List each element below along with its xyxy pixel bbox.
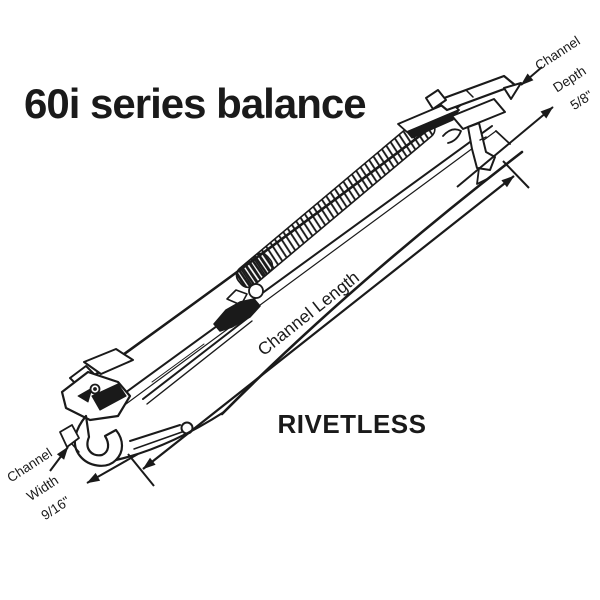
length-dimension-line [142, 175, 515, 470]
depth-extension-line [456, 106, 554, 188]
width-extension-line [86, 453, 139, 484]
rivetless-label: RIVETLESS [278, 409, 427, 439]
shoe-shade [91, 383, 127, 411]
shoe-foot [73, 414, 124, 467]
length-tick-bottom [127, 453, 155, 487]
channel-width-label-line3: 9/16" [38, 493, 72, 523]
page-title: 60i series balance [24, 80, 366, 127]
length-tick-top [502, 160, 530, 189]
channel-depth-label-line3: 5/8" [568, 87, 596, 113]
bracket-tip [503, 82, 522, 100]
top-hook-bracket [397, 74, 522, 185]
depth-leader-line [520, 66, 543, 86]
shoe-shade-small [77, 387, 93, 403]
bracket-left-tab [425, 89, 447, 110]
bracket-tail-shade [406, 109, 460, 139]
channel-body [86, 94, 524, 416]
bottom-shoe-bracket [59, 348, 226, 467]
spring-top-hook [442, 128, 462, 144]
channel-lip-line [125, 130, 497, 405]
shoe-bolt-center [93, 387, 97, 391]
bracket-top-bar [434, 74, 517, 112]
channel-length-label: Channel Length [254, 267, 363, 360]
bracket-hook-leg [467, 122, 496, 171]
shoe-top-cap [83, 348, 134, 375]
bracket-mid-plate [451, 98, 506, 130]
shoe-foot-hook [59, 424, 80, 448]
channel-end-cut [495, 130, 511, 145]
spring-end-loop [248, 283, 264, 299]
channel-fold-line [117, 125, 493, 399]
channel-bottom-edge [220, 150, 524, 416]
width-leader-line [49, 446, 69, 472]
